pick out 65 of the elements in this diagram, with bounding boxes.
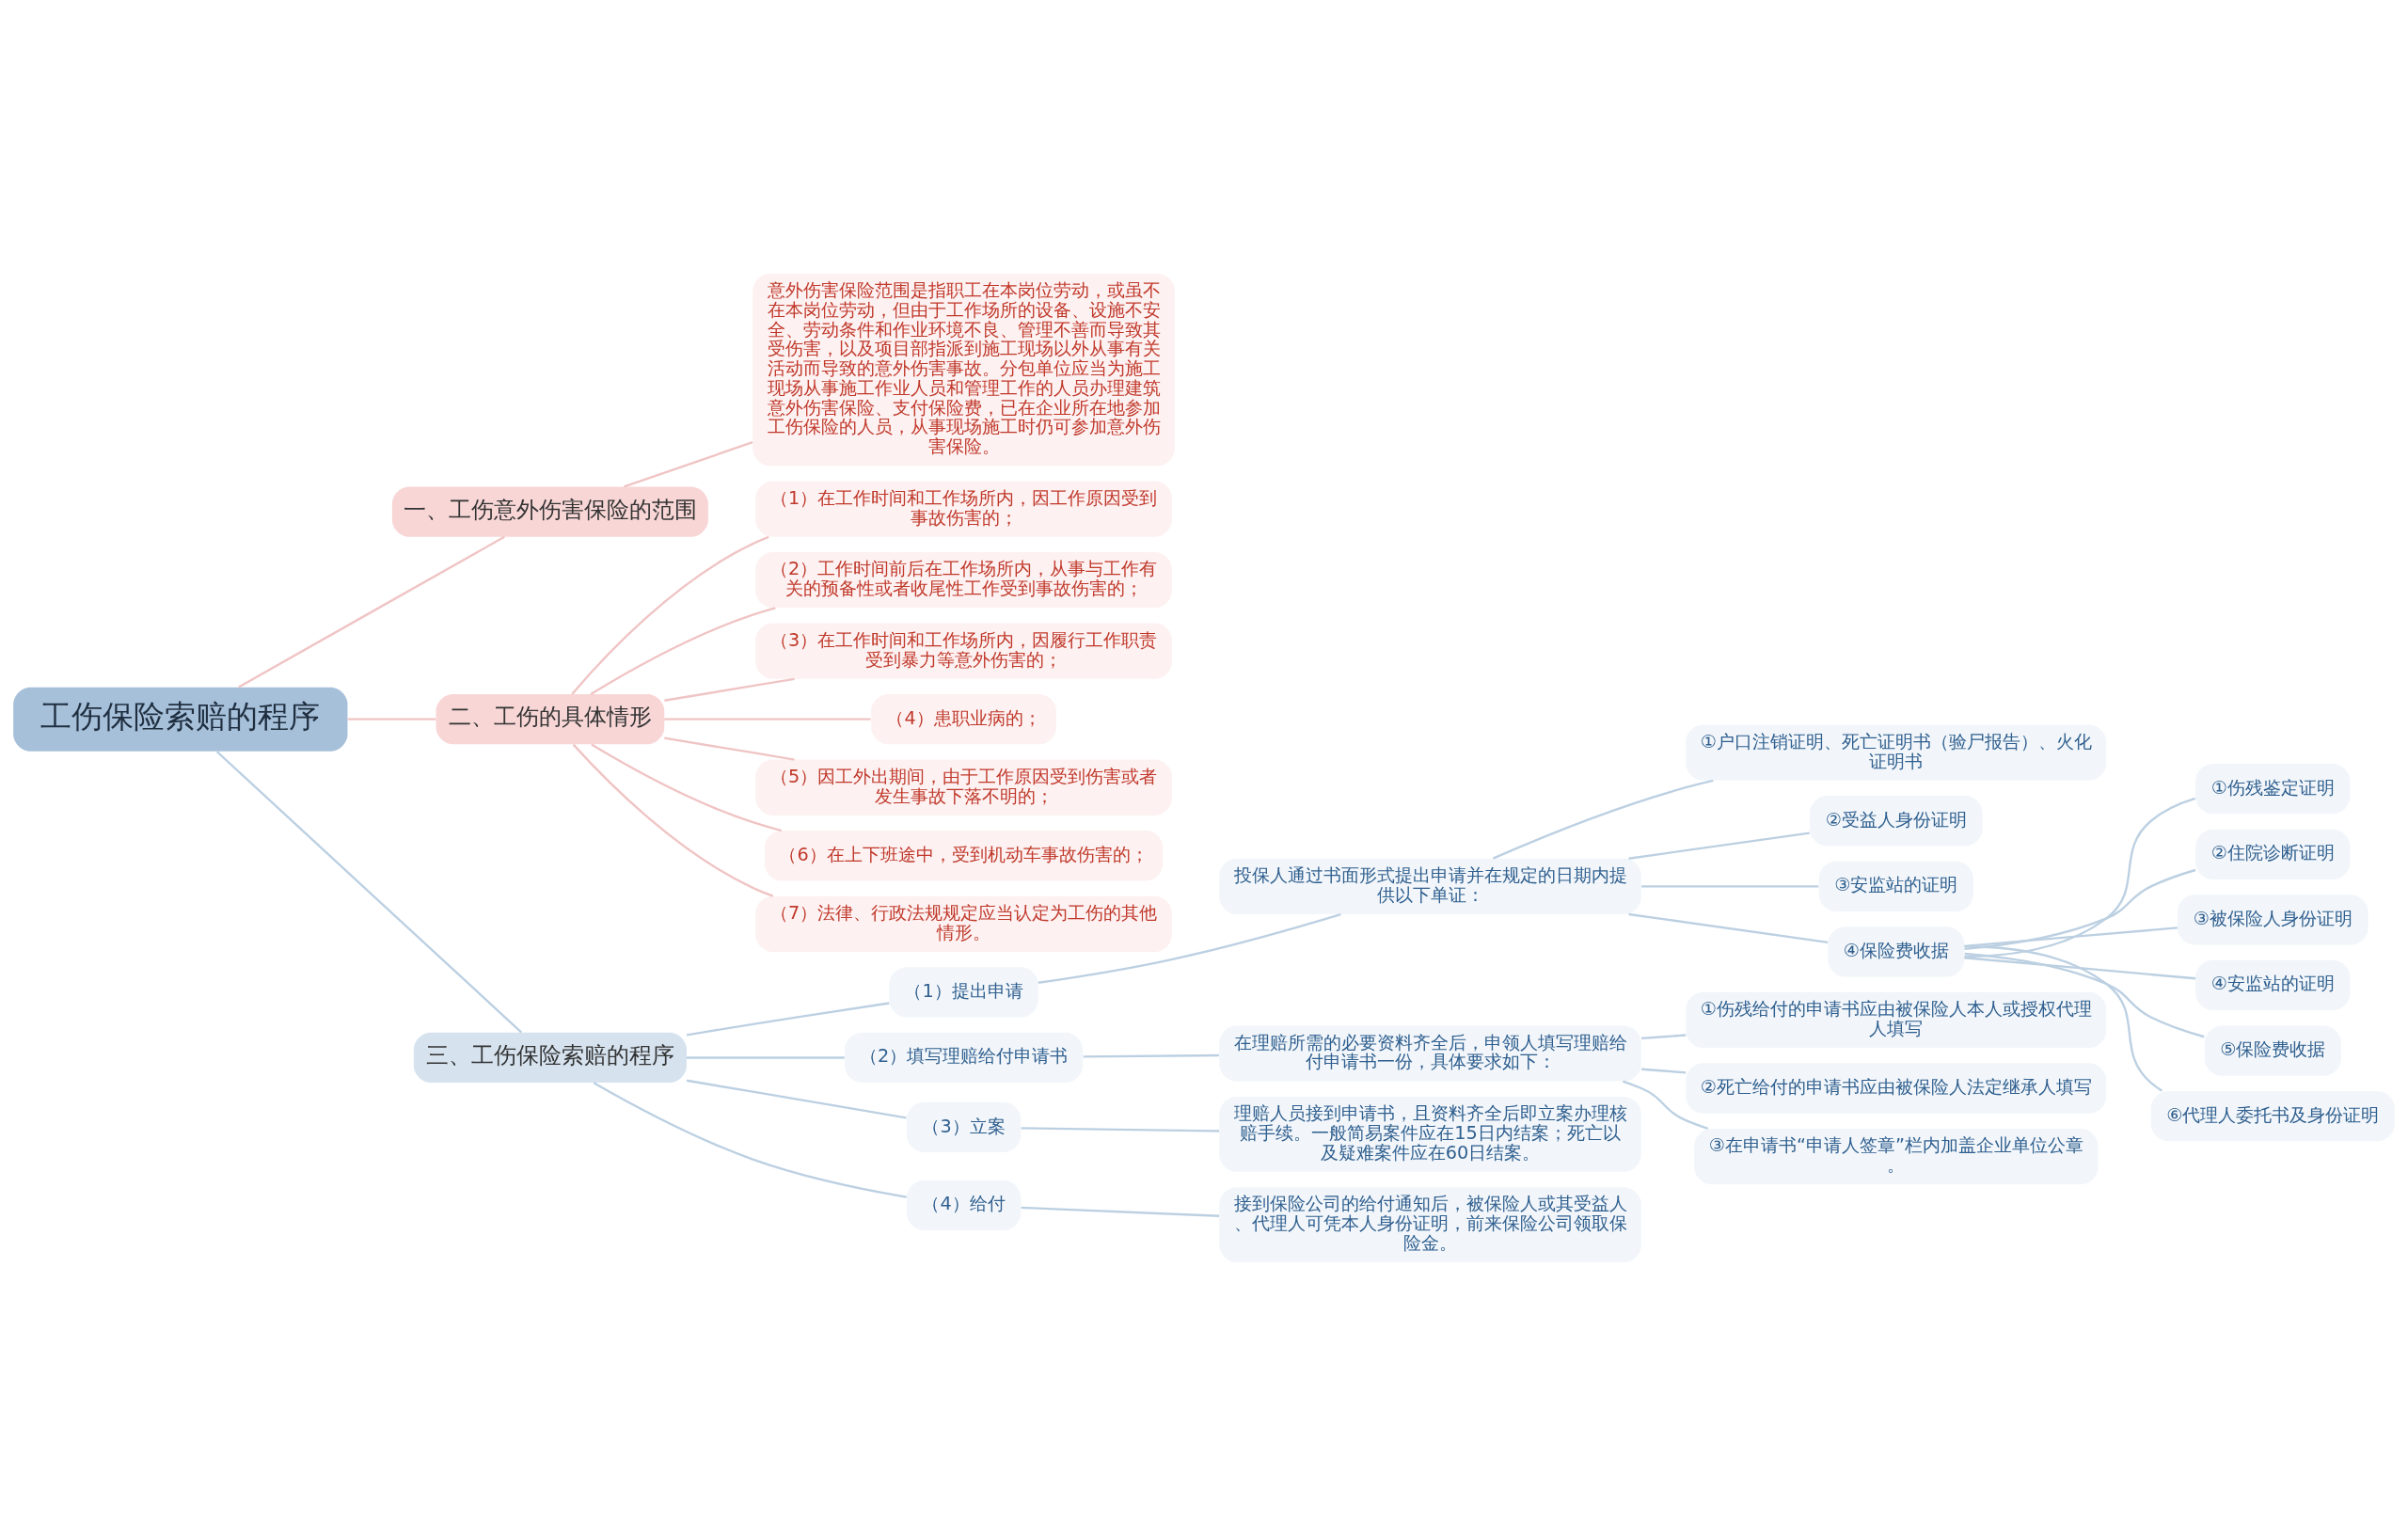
connector <box>1964 957 2196 980</box>
connector <box>1964 926 2178 948</box>
node-box: （1）在工作时间和工作场所内，因工作原因受到事故伤害的； <box>755 481 1172 537</box>
connector <box>1641 885 1819 888</box>
connector <box>687 1056 845 1059</box>
node-box: 投保人通过书面形式提出申请并在规定的日期内提供以下单证： <box>1219 858 1641 914</box>
node-box: ④保险费收据 <box>1828 926 1965 977</box>
node-box: ②住院诊断证明 <box>2195 829 2351 879</box>
connector <box>1492 779 1714 860</box>
connector <box>1628 912 1829 944</box>
connector <box>1641 1068 1687 1074</box>
connector <box>591 743 783 832</box>
node-box: ①伤残给付的申请书应由被保险人本人或授权代理人填写 <box>1686 991 2107 1049</box>
connector <box>1021 1127 1220 1132</box>
connector <box>1628 831 1810 860</box>
connector <box>1083 1053 1219 1058</box>
connector <box>572 743 774 897</box>
connector <box>1964 797 2196 958</box>
connector <box>1964 952 2205 1038</box>
node-box: （3）立案 <box>906 1101 1022 1153</box>
connector <box>624 441 753 488</box>
node-box: （2）填写理赔给付申请书 <box>845 1032 1084 1084</box>
node-box: 理赔人员接到申请书，且资料齐全后即立案办理核赔手续。一般简易案件应在15日内结案；死亡以及疑难案件应在60日结案。 <box>1219 1096 1641 1172</box>
node-box: ③安监站的证明 <box>1818 861 1973 911</box>
node-box: ①伤残鉴定证明 <box>2195 764 2351 815</box>
connector <box>593 1082 908 1198</box>
node-box: （7）法律、行政法规规定应当认定为工伤的其他情形。 <box>755 895 1172 952</box>
node-box: 工伤保险索赔的程序 <box>13 687 348 752</box>
connector <box>664 677 795 702</box>
node-box: 三、工伤保险索赔的程序 <box>413 1032 687 1084</box>
connector <box>215 751 523 1034</box>
connector <box>1964 868 2196 951</box>
node-box: （1）提出申请 <box>889 967 1038 1018</box>
node-box: 一、工伤意外伤害保险的范围 <box>391 486 708 537</box>
connector <box>1038 912 1341 984</box>
node-box: ①户口注销证明、死亡证明书（验尸报告）、火化证明书 <box>1686 724 2107 781</box>
connector <box>1641 1034 1687 1040</box>
connector <box>664 736 795 761</box>
node-box: 意外伤害保险范围是指职工在本岗位劳动，或虽不在本岗位劳动，但由于工作场所的设备、设施不安全、劳动条件和作业环境不良、管理不善而导致其受伤害，以及项目部指派到施工现场以外从事有关活动而导致的意外伤害事故。分包单位应当为施工现场从事施工作业人员和管理工作的人员办理建筑意外伤害保险、支付保险费，已在企业所在地参加工伤保险的人员，从事现场施工时仍可参加意外伤害保险。 <box>752 273 1175 467</box>
connector <box>238 535 505 689</box>
node-box: （4）给付 <box>906 1180 1022 1231</box>
node-box: ③在申请书“申请人签章”栏内加盖企业单位公章。 <box>1694 1128 2099 1185</box>
node-box: （4）患职业病的； <box>871 694 1057 745</box>
connector <box>1623 1080 1709 1130</box>
connector <box>664 718 871 720</box>
node-box: （3）在工作时间和工作场所内，因履行工作职责受到暴力等意外伤害的； <box>755 623 1172 679</box>
node-box: ②死亡给付的申请书应由被保险人法定继承人填写 <box>1686 1063 2107 1114</box>
node-box: 在理赔所需的必要资料齐全后，申领人填写理赔给付申请书一份，具体要求如下： <box>1219 1025 1641 1082</box>
connector <box>571 535 769 695</box>
connector <box>686 1079 907 1119</box>
node-box: ③被保险人身份证明 <box>2177 895 2368 945</box>
node-box: ②受益人身份证明 <box>1810 796 1983 847</box>
connector <box>347 718 436 720</box>
node-box: （6）在上下班途中，受到机动车事故伤害的； <box>764 831 1164 881</box>
node-box: ⑤保险费收据 <box>2204 1025 2341 1076</box>
node-box: （5）因工外出期间，由于工作原因受到伤害或者发生事故下落不明的； <box>755 759 1172 816</box>
connector <box>1021 1206 1220 1217</box>
node-box: 接到保险公司的给付通知后，被保险人或其受益人、代理人可凭本人身份证明，前来保险公司领取保险金。 <box>1219 1187 1641 1263</box>
node-box: ④安监站的证明 <box>2195 959 2351 1011</box>
connector <box>1964 945 2163 1092</box>
connector <box>687 1002 890 1037</box>
node-box: ⑥代理人委托书及身份证明 <box>2150 1091 2395 1142</box>
connector <box>590 607 776 695</box>
node-box: 二、工伤的具体情形 <box>436 694 665 745</box>
node-box: （2）工作时间前后在工作场所内，从事与工作有关的预备性或者收尾性工作受到事故伤害的； <box>755 552 1172 609</box>
